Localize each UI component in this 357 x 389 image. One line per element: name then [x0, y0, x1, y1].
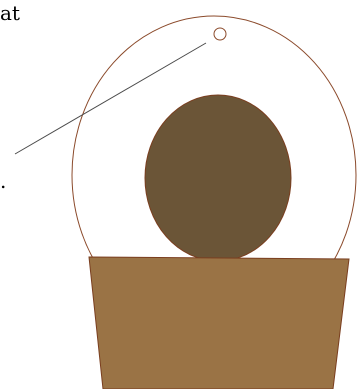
egg-oval [145, 95, 291, 261]
text-fragment-at: at [0, 1, 20, 25]
small-circle-marker [214, 28, 226, 40]
basket-trapezoid [89, 257, 349, 389]
text-fragment-dot: . [0, 169, 6, 193]
